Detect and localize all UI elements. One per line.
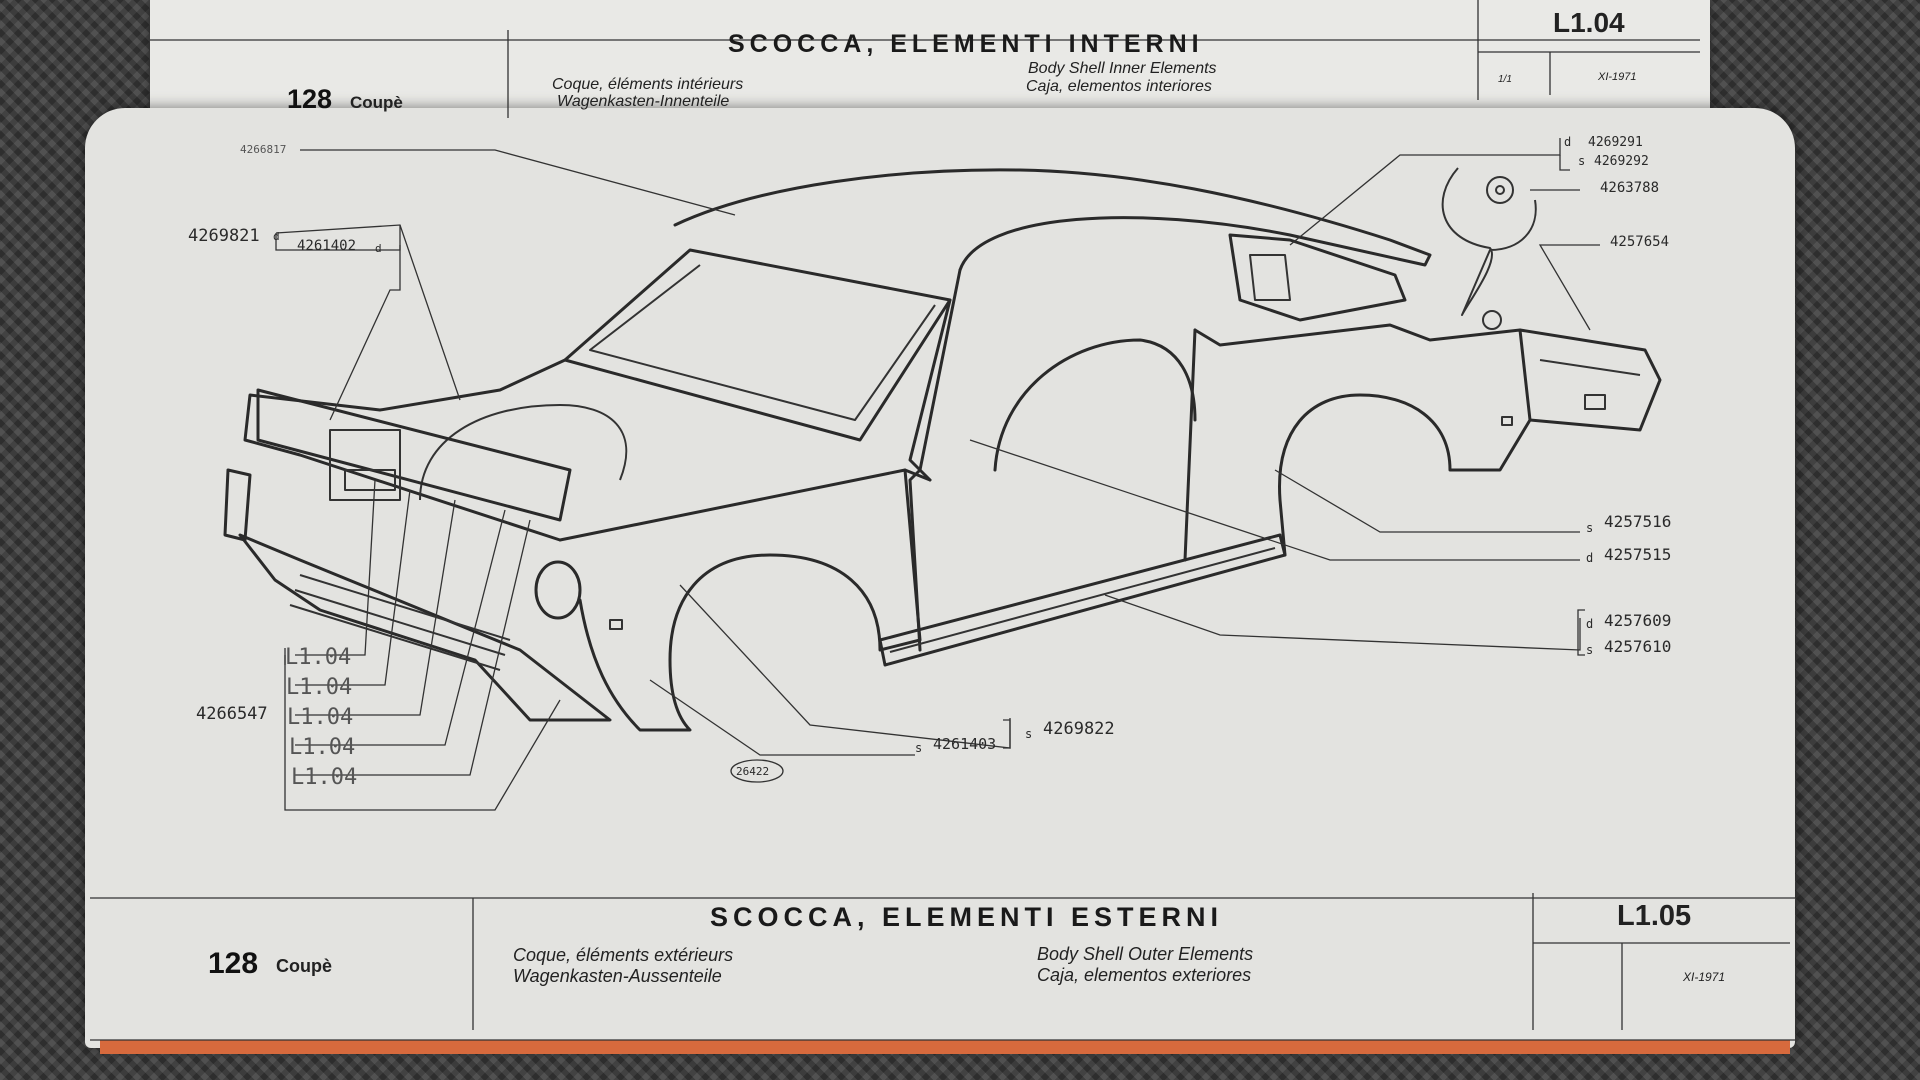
bottom-subtitle-es: Caja, elementos exteriores: [1037, 965, 1251, 985]
top-date: XI-1971: [1597, 71, 1637, 83]
part-number-fuel-cap: 4263788: [1600, 180, 1659, 196]
part-number-front-lower: 4266547: [196, 704, 268, 724]
part-number-rear-panel: 4257654: [1610, 234, 1669, 250]
bottom-title: SCOCCA, ELEMENTI ESTERNI: [710, 902, 1223, 932]
bottom-subtitle-en: Body Shell Outer Elements: [1037, 944, 1253, 964]
top-title: SCOCCA, ELEMENTI INTERNI: [728, 30, 1204, 58]
catalog-cover-edge: [100, 1040, 1790, 1054]
bottom-header: SCOCCA, ELEMENTI ESTERNI L1.05 128 Coupè…: [90, 893, 1795, 1041]
bottom-subtitle-fr: Coque, éléments extérieurs: [513, 945, 733, 965]
figure-number: 26422: [730, 759, 784, 783]
top-subtitle-fr: Coque, éléments intérieurs: [552, 76, 743, 93]
part-number-sill-s: 4257610: [1604, 637, 1671, 656]
side-mark-d-rear-upper: d: [1564, 135, 1571, 149]
part-number-front-inner: 4261402: [297, 238, 356, 254]
top-variant: Coupè: [350, 93, 403, 112]
side-mark-d-side: d: [1586, 551, 1593, 565]
car-body-shell-illustration: [223, 167, 1662, 732]
part-number-side-d: 4257515: [1604, 545, 1671, 564]
top-subtitle-es: Caja, elementos interiores: [1026, 78, 1212, 95]
part-number-side-s: 4257516: [1604, 512, 1671, 531]
cross-ref-5: L1.04: [291, 765, 357, 790]
part-number-front-wing: 4261403: [933, 735, 996, 753]
top-header: SCOCCA, ELEMENTI INTERNI L1.04 128 Coupè…: [150, 0, 1700, 118]
side-mark-s-sill: s: [1586, 643, 1593, 657]
cross-ref-3: L1.04: [287, 705, 353, 730]
bottom-subtitle-de: Wagenkasten-Aussenteile: [513, 966, 722, 986]
previous-page-sheet: [150, 0, 1710, 122]
top-subtitle-en: Body Shell Inner Elements: [1028, 60, 1217, 77]
cross-ref-4: L1.04: [289, 735, 355, 760]
bottom-date: XI-1971: [1682, 970, 1725, 984]
figure-number-text: 26422: [736, 765, 769, 778]
top-model: 128: [287, 84, 332, 114]
cross-ref-2: L1.04: [286, 675, 352, 700]
part-number-rear-upper-d: 4269291: [1588, 135, 1643, 150]
part-labels: 4266817 4269821 d 4261402 d 4266547 d 42…: [188, 135, 1671, 755]
side-mark-s-rear-wing: s: [1025, 727, 1032, 741]
top-sheet-code: L1.04: [1553, 7, 1625, 38]
cross-ref-1: L1.04: [285, 645, 351, 670]
part-number-rear-wing: 4269822: [1043, 719, 1115, 739]
bottom-model: 128: [208, 947, 258, 980]
part-number-sill-d: 4257609: [1604, 611, 1671, 630]
side-mark-d-sill: d: [1586, 617, 1593, 631]
bottom-sheet-code: L1.05: [1617, 900, 1691, 932]
side-mark-s-rear-upper: s: [1578, 154, 1585, 168]
leader-lines: [275, 138, 1600, 811]
side-mark-s-side: s: [1586, 521, 1593, 535]
side-mark-d-front-panel: d: [273, 230, 280, 243]
side-mark-d-front-inner: d: [375, 242, 382, 255]
bottom-variant: Coupè: [276, 956, 332, 976]
side-mark-s-front-wing: s: [915, 741, 922, 755]
top-subtitle-de: Wagenkasten-Innenteile: [557, 93, 729, 110]
part-number-rear-upper-s: 4269292: [1594, 154, 1649, 169]
top-scale: 1/1: [1498, 74, 1512, 85]
part-number-roof: 4266817: [240, 143, 286, 156]
part-number-front-panel: 4269821: [188, 226, 260, 246]
cross-references: L1.04 L1.04 L1.04 L1.04 L1.04: [284, 645, 357, 790]
